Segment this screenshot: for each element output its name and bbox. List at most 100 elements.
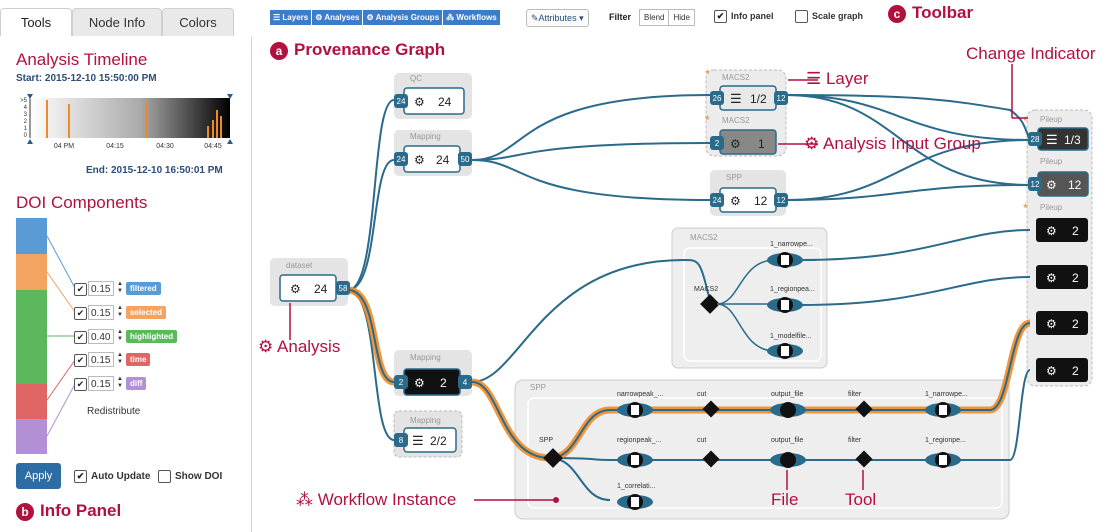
- svg-text:1_modelfile...: 1_modelfile...: [770, 333, 812, 340]
- spinner[interactable]: ▲▼: [117, 305, 123, 318]
- doi-value-input[interactable]: 0.15: [88, 376, 114, 391]
- filter-toggle: Blend Hide: [639, 9, 695, 26]
- checkbox[interactable]: ✔: [74, 378, 87, 391]
- spp-row-nodes: [617, 400, 961, 510]
- gears-icon: ⚙: [290, 282, 301, 296]
- doi-segment-selected: [16, 254, 47, 290]
- attributes-dropdown[interactable]: ✎Attributes ▾: [526, 9, 589, 27]
- x-tick: 04:45: [204, 143, 222, 150]
- svg-text:2: 2: [1072, 224, 1079, 238]
- timeline-bar: [220, 116, 222, 138]
- workflows-button[interactable]: ⁂ Workflows: [443, 10, 500, 25]
- svg-text:SPP: SPP: [726, 173, 742, 182]
- apply-button[interactable]: Apply: [16, 463, 61, 489]
- spinner[interactable]: ▲▼: [117, 352, 123, 365]
- gears-icon: ⚙: [414, 376, 425, 390]
- doi-segment-diff: [16, 419, 47, 454]
- show-doi-label: Show DOI: [175, 471, 223, 483]
- svg-text:1/3: 1/3: [1064, 133, 1081, 147]
- svg-text:MACS2: MACS2: [722, 73, 750, 82]
- wrench-icon: ✎: [531, 13, 539, 23]
- tab-node-info[interactable]: Node Info: [72, 8, 162, 36]
- svg-text:2: 2: [1072, 271, 1079, 285]
- qc-title: QC: [410, 74, 422, 83]
- tool-node: [543, 448, 563, 468]
- doi-value-input[interactable]: 0.15: [88, 352, 114, 367]
- svg-text:1_narrowpe...: 1_narrowpe...: [925, 391, 968, 398]
- timeline-start-handle: [27, 94, 33, 99]
- doi-value-input[interactable]: 0.15: [88, 281, 114, 296]
- svg-text:4: 4: [463, 378, 468, 387]
- analysis-groups-button[interactable]: ⚙ Analysis Groups: [363, 10, 443, 25]
- timeline-bar: [212, 120, 214, 138]
- svg-text:1_regionpea...: 1_regionpea...: [770, 286, 815, 293]
- auto-update-checkbox[interactable]: ✔Auto Update: [74, 470, 150, 483]
- checkbox[interactable]: ✔: [74, 283, 87, 296]
- doi-segment-time: [16, 384, 47, 419]
- svg-text:1_regionpe...: 1_regionpe...: [925, 437, 966, 444]
- svg-text:*: *: [1023, 201, 1028, 215]
- doi-segment-highlighted: [16, 290, 47, 384]
- svg-text:MACS2: MACS2: [690, 233, 718, 242]
- timeline-title: Analysis Timeline: [16, 50, 148, 69]
- spinner[interactable]: ▲▼: [117, 281, 123, 294]
- change-indicator-star: *: [705, 67, 710, 81]
- svg-text:Mapping: Mapping: [410, 353, 441, 362]
- timeline-bar: [216, 110, 218, 138]
- timeline-chart[interactable]: >5 4 3 2 1 0 04 PM 04:15 04:30 04:45: [0, 90, 252, 160]
- gear-icon: ⚙: [1046, 224, 1057, 238]
- svg-text:24: 24: [436, 153, 450, 167]
- pileup-group: [1026, 109, 1093, 387]
- annotation-file: File: [771, 490, 799, 509]
- svg-text:24: 24: [397, 155, 406, 164]
- doi-label: time: [126, 353, 151, 366]
- svg-text:2: 2: [440, 376, 447, 390]
- svg-text:output_file: output_file: [771, 437, 803, 444]
- analyses-button[interactable]: ⚙ Analyses: [312, 10, 363, 25]
- layers-button[interactable]: ☰ Layers: [270, 10, 312, 25]
- timeline-bar: [46, 100, 48, 138]
- provenance-graph[interactable]: dataset ⚙ 24 58 QC 24 ⚙ 24 Mapping 24 ⚙ …: [256, 60, 1107, 532]
- layer-icon: ☰: [730, 91, 742, 106]
- scale-graph-checkbox[interactable]: Scale graph: [795, 10, 863, 23]
- checkbox[interactable]: ✔: [74, 331, 87, 344]
- svg-text:12: 12: [1068, 178, 1082, 192]
- annotation-tool: Tool: [845, 490, 877, 509]
- info-panel: [0, 36, 252, 532]
- svg-text:regionpeak_...: regionpeak_...: [617, 437, 661, 444]
- left-tabs: Tools Node Info Colors: [0, 8, 252, 36]
- spinner[interactable]: ▲▼: [117, 329, 123, 342]
- checkbox[interactable]: ✔: [74, 307, 87, 320]
- redistribute-link[interactable]: Redistribute: [87, 406, 141, 417]
- blend-button[interactable]: Blend: [639, 9, 670, 26]
- annotation-leaders: [289, 64, 1028, 501]
- timeline-end-handle: [227, 94, 233, 99]
- timeline-x-ticks: 04 PM 04:15 04:30 04:45: [54, 143, 222, 150]
- svg-text:2: 2: [1072, 364, 1079, 378]
- svg-text:2: 2: [399, 378, 404, 387]
- svg-text:Pileup: Pileup: [1040, 115, 1063, 124]
- doi-value-input[interactable]: 0.15: [88, 305, 114, 320]
- tab-colors[interactable]: Colors: [162, 8, 234, 36]
- svg-text:SPP: SPP: [530, 383, 546, 392]
- spinner[interactable]: ▲▼: [117, 376, 123, 389]
- hide-button[interactable]: Hide: [669, 9, 695, 26]
- workflow-icon: ⁂: [296, 490, 318, 509]
- tab-tools[interactable]: Tools: [0, 8, 72, 36]
- checkbox[interactable]: ✔: [74, 354, 87, 367]
- show-doi-checkbox[interactable]: Show DOI: [158, 470, 222, 483]
- svg-text:24: 24: [438, 95, 452, 109]
- timeline-start: Start: 2015-12-10 15:50:00 PM: [16, 73, 157, 84]
- svg-text:filter: filter: [848, 437, 862, 444]
- file-nodes: [767, 252, 803, 359]
- gear-icon: ⚙: [1046, 364, 1057, 378]
- svg-text:2: 2: [1072, 317, 1079, 331]
- svg-text:1/2: 1/2: [750, 92, 767, 106]
- doi-value-input[interactable]: 0.40: [88, 329, 114, 344]
- svg-text:24: 24: [397, 97, 406, 106]
- timeline-gradient: [30, 98, 230, 138]
- info-panel-checkbox[interactable]: ✔Info panel: [714, 10, 774, 23]
